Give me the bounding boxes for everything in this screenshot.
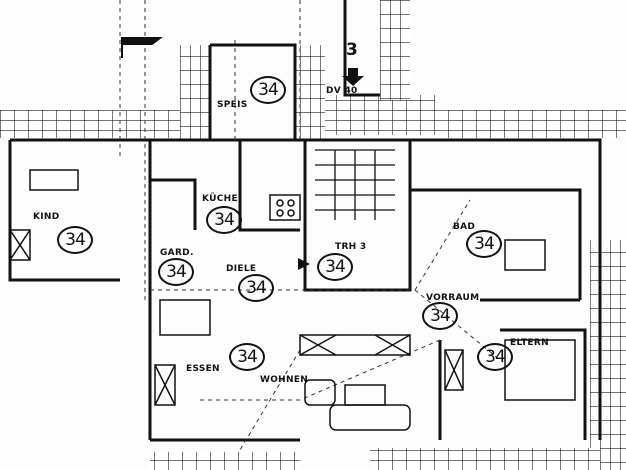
room-label-trh3: TRH 3 [335, 242, 367, 252]
room-number-diele: 34 [238, 274, 274, 302]
furniture [9, 169, 576, 431]
dashed-lines [119, 0, 501, 451]
walls [8, 0, 602, 442]
room-label-bad: BAD [453, 222, 476, 232]
arrows [121, 37, 364, 270]
room-label-vorraum: VORRAUM [426, 293, 480, 303]
north-flag-icon [121, 37, 163, 58]
down-arrow-icon [342, 68, 364, 86]
room-number-essen: 34 [229, 343, 265, 371]
left-arrow-icon [298, 258, 310, 270]
dv-label: DV 40 [326, 86, 358, 96]
stairs [315, 149, 395, 220]
room-label-gard: GARD. [160, 248, 194, 258]
room-label-kueche: KÜCHE [202, 194, 238, 204]
room-label-diele: DIELE [226, 264, 257, 274]
room-label-essen: ESSEN [186, 364, 220, 374]
room-number-eltern: 34 [477, 343, 513, 371]
room-number-kueche: 34 [206, 206, 242, 234]
room-number-vorraum: 34 [422, 302, 458, 330]
room-number-gard: 34 [158, 258, 194, 286]
room-label-eltern: ELTERN [510, 338, 549, 348]
room-label-wohnen: WOHNEN [260, 375, 309, 385]
stair-number: 3 [346, 40, 358, 60]
room-label-speis: SPEIS [217, 100, 248, 110]
room-number-trh3: 34 [317, 253, 353, 281]
room-label-kind: KIND [33, 212, 60, 222]
room-number-bad: 34 [466, 230, 502, 258]
room-number-speis: 34 [250, 76, 286, 104]
room-number-kind: 34 [57, 226, 93, 254]
